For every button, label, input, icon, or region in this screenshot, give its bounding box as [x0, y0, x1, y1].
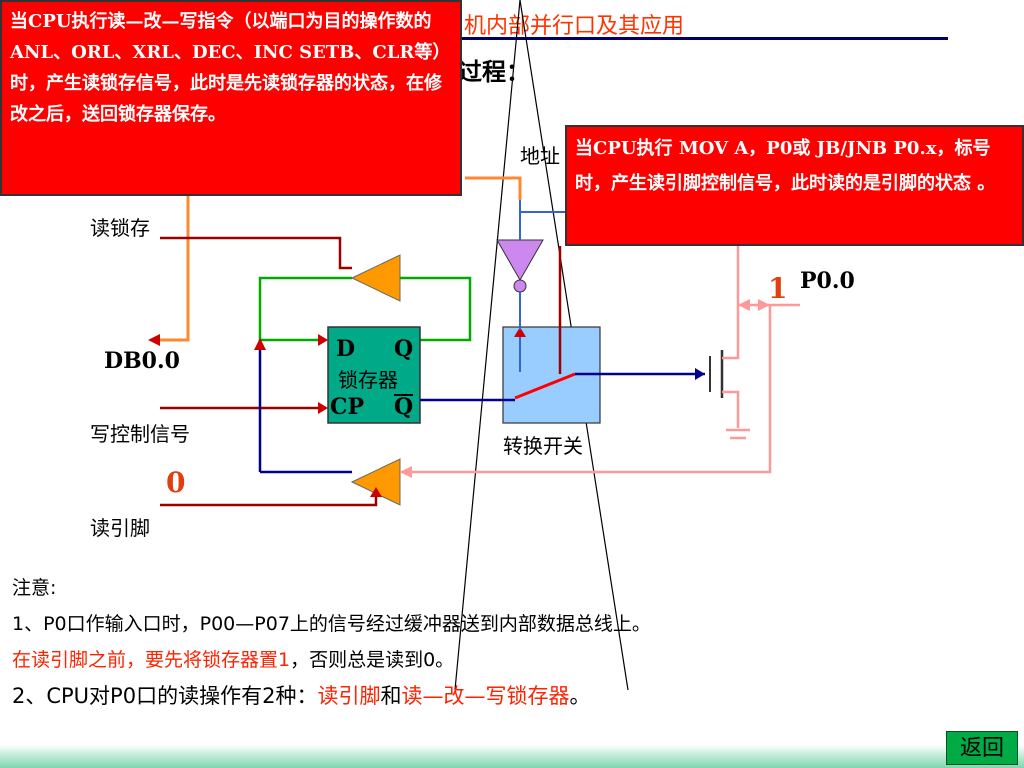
write-control-label: 写控制信号: [90, 422, 190, 446]
fet-source-line: [722, 390, 740, 428]
inverter-triangle: [496, 239, 544, 282]
notes-line-2: 在读引脚之前，要先将锁存器置1，否则总是读到0。: [12, 642, 651, 678]
address-label: 地址: [520, 144, 560, 168]
latch-qbar-label: Q: [394, 394, 414, 420]
db-label: DB0.0: [104, 348, 180, 374]
upper-buffer-output-line: [258, 276, 352, 342]
title-underline: [420, 37, 948, 40]
bottom-gradient-bar: [0, 745, 1024, 768]
notes-heading: 注意:: [12, 577, 57, 599]
page-subtitle: 过程：: [458, 58, 530, 86]
d-input-arrow: [318, 334, 328, 346]
address-orange-line: [465, 176, 522, 200]
pin-left-arrow: [738, 299, 750, 311]
switch-control-arrow: [514, 327, 526, 337]
latch-d-label: D: [336, 336, 356, 362]
pin-feedback-arrow: [400, 466, 412, 478]
switch-contact: [514, 372, 576, 400]
db-bus-line: [160, 190, 190, 342]
pin-value-one: 1: [768, 272, 788, 305]
upper-buffer-triangle: [350, 254, 401, 302]
db-arrow: [148, 334, 160, 346]
notes-line-3-c: 。: [569, 684, 591, 708]
inverter-bubble: [513, 279, 527, 293]
notes-line-2-black: ，否则总是读到0。: [290, 649, 455, 671]
fet-gate-arrow: [695, 368, 705, 380]
page-title: 单片机内部并行口及其应用: [420, 14, 685, 39]
switch-label: 转换开关: [503, 434, 583, 458]
bus-up-arrow: [254, 338, 266, 350]
notes-line-2-red: 在读引脚之前，要先将锁存器置1: [12, 649, 291, 671]
notes-line-3-a: 2、CPU对P0口的读操作有2种：: [12, 684, 318, 708]
read-pin-value-zero: 0: [166, 466, 186, 499]
latch-q-label: Q: [394, 336, 414, 362]
pin-feedback-line: [400, 305, 772, 474]
notes-block: 注意: 1、P0口作输入口时，P00—P07上的信号经过缓冲器送到内部数据总线上…: [12, 570, 651, 714]
latch-cp-label: CP: [330, 394, 365, 420]
notes-line-3: 2、CPU对P0口的读操作有2种：读引脚和读—改—写锁存器。: [12, 678, 651, 714]
notes-line-3-red1: 读引脚: [317, 684, 381, 708]
q-feedback-line: [400, 276, 472, 342]
pointer-line-left-a: [454, 0, 521, 691]
read-pin-callout: 当CPU执行 MOV A，P0或 JB/JNB P0.x，标号 时，产生读引脚控…: [565, 125, 1024, 246]
read-latch-label: 读锁存: [90, 216, 150, 240]
read-pin-line: [160, 492, 378, 507]
latch-name-label: 锁存器: [338, 368, 398, 392]
pin-right-arrow: [758, 299, 770, 311]
read-pin-label: 读引脚: [90, 516, 150, 540]
notes-line-3-b: 和: [380, 684, 402, 708]
notes-line-3-red2: 读—改—写锁存器: [401, 684, 570, 708]
read-pin-arrow: [370, 487, 382, 497]
latch-box: [327, 326, 421, 424]
read-latch-line: [160, 236, 352, 270]
p0-pin-label: P0.0: [800, 268, 855, 294]
read-modify-write-callout: 当CPU执行读—改—写指令（以端口为目的操作数的ANL、ORL、XRL、DEC、…: [0, 0, 462, 196]
back-button[interactable]: 返回: [946, 731, 1018, 765]
cp-input-arrow: [318, 402, 328, 414]
notes-line-1: 1、P0口作输入口时，P00—P07上的信号经过缓冲器送到内部数据总线上。: [12, 613, 651, 635]
fet-drain-line: [722, 305, 740, 360]
